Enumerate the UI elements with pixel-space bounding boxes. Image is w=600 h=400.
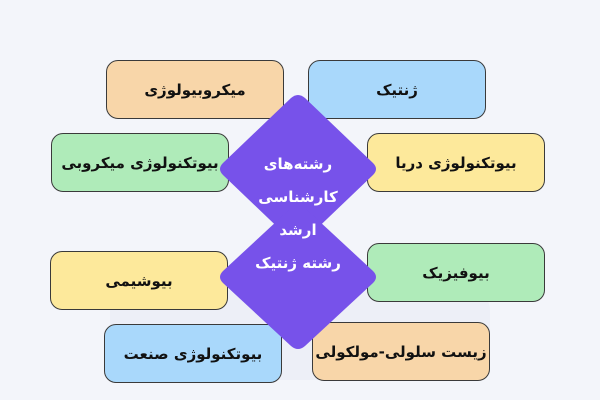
- box-label: زیست سلولی-مولکولی: [315, 342, 487, 361]
- box-label: بیوشیمی: [105, 271, 173, 290]
- box-industrial-biotech: بیوتکنولوژی صنعت: [104, 324, 282, 383]
- center-title: رشته‌های کارشناسی ارشد رشته ژنتیک: [218, 148, 378, 280]
- box-label: میکروبیولوژی: [144, 80, 246, 99]
- center-line: رشته‌های: [263, 155, 333, 173]
- center-line: کارشناسی: [258, 188, 338, 206]
- box-label: بیوفیزیک: [422, 263, 490, 282]
- box-cell-molecular: زیست سلولی-مولکولی: [312, 322, 490, 381]
- box-microbiology: میکروبیولوژی: [106, 60, 284, 119]
- box-label: بیوتکنولوژی میکروبی: [61, 153, 219, 172]
- box-microbial-biotech: بیوتکنولوژی میکروبی: [51, 133, 229, 192]
- top-diamond: [220, 95, 376, 243]
- box-label: ژنتیک: [376, 80, 418, 99]
- box-marine-biotech: بیوتکنولوژی دریا: [367, 133, 545, 192]
- bottom-diamond: [220, 205, 376, 349]
- box-biophysics: بیوفیزیک: [367, 243, 545, 302]
- box-genetics: ژنتیک: [308, 60, 486, 119]
- center-line: ارشد: [279, 221, 317, 239]
- box-label: بیوتکنولوژی دریا: [395, 153, 517, 172]
- center-line: رشته ژنتیک: [255, 254, 341, 272]
- box-label: بیوتکنولوژی صنعت: [123, 344, 263, 363]
